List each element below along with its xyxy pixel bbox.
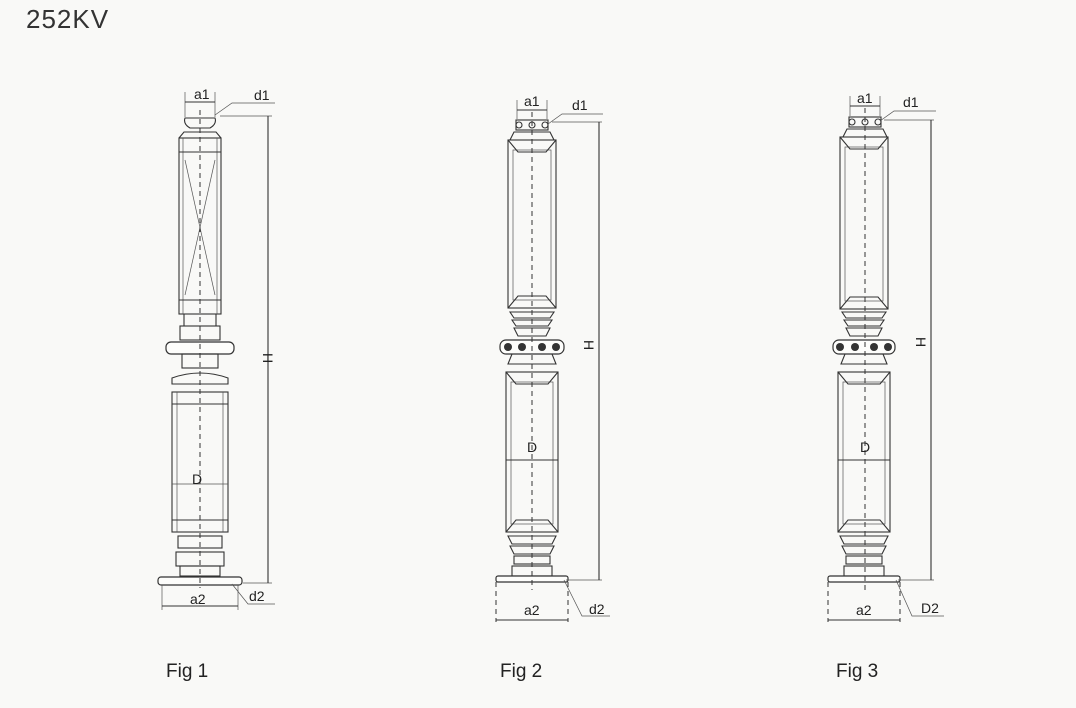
fig2-d-label: D	[527, 439, 537, 455]
fig2-a1-label: a1	[524, 93, 540, 109]
fig2-h-label: H	[581, 340, 597, 350]
fig1-d1-label: d1	[254, 87, 270, 103]
figure-1-drawing: a1 d1 H D a2 d2	[157, 86, 276, 610]
fig3-d-label: D	[860, 439, 870, 455]
fig2-d2-label: d2	[589, 601, 605, 617]
fig1-d-label: D	[192, 471, 202, 487]
figure-2-drawing: a1 d1 H D a2 d2	[495, 93, 610, 622]
fig2-caption: Fig 2	[500, 661, 543, 682]
fig1-a2-label: a2	[190, 591, 206, 607]
fig1-d2-label: d2	[249, 588, 265, 604]
fig3-d1-label: d1	[903, 94, 919, 110]
page-title: 252KV	[26, 4, 110, 34]
fig1-caption: Fig 1	[166, 661, 209, 682]
fig3-d2-label: D2	[921, 600, 939, 616]
fig2-d1-label: d1	[572, 97, 588, 113]
fig2-a2-label: a2	[524, 602, 540, 618]
fig3-a2-label: a2	[856, 602, 872, 618]
fig1-a1-label: a1	[194, 86, 210, 102]
fig3-h-label: H	[913, 337, 929, 347]
fig1-h-label: H	[260, 353, 276, 363]
fig3-caption: Fig 3	[836, 661, 879, 682]
fig3-a1-label: a1	[857, 90, 873, 106]
figure-3-drawing: a1 d1 H D a2 D2	[827, 90, 944, 622]
